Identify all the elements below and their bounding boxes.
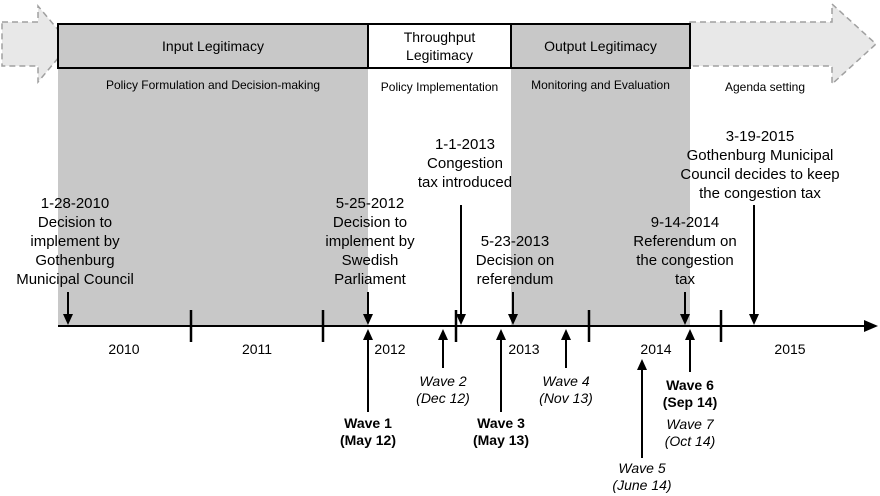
wave-3-label: Wave 3 (May 13) xyxy=(446,415,556,449)
year-label-2012: 2012 xyxy=(374,341,406,357)
event-label-2014: 9-14-2014 Referendum on the congestion t… xyxy=(633,214,737,288)
wave-1-label: Wave 1 (May 12) xyxy=(313,415,423,449)
output-legitimacy-shade xyxy=(511,24,690,326)
year-label-2010: 2010 xyxy=(108,341,140,357)
wave-6-date: (Sep 14) xyxy=(662,394,718,410)
wave-6-name: Wave 6 xyxy=(666,377,714,393)
header-throughput-box xyxy=(367,23,512,69)
wave-5-label: Wave 5 (June 14) xyxy=(587,460,697,494)
wave-arrows xyxy=(363,329,695,458)
event-arrows xyxy=(63,205,759,325)
event-label-2013-tax: 1-1-2013 Congestion tax introduced xyxy=(417,136,513,191)
phase-output-title: Output Legitimacy xyxy=(544,38,657,54)
input-legitimacy-shade xyxy=(58,24,368,326)
year-ticks xyxy=(189,310,723,342)
wave-4-date: (Nov 13) xyxy=(539,390,593,406)
header-output-box xyxy=(510,23,691,69)
wave-7-name: Wave 7 xyxy=(666,416,714,432)
phase-agenda-subtitle: Agenda setting xyxy=(724,80,806,94)
timeline-background-arrow xyxy=(1,3,71,85)
event-label-2015: 3-19-2015 Gothenburg Municipal Council d… xyxy=(680,128,840,202)
event-label-2010: 1-28-2010 Decision to implement by Gothe… xyxy=(16,195,134,288)
wave-2-label: Wave 2 (Dec 12) xyxy=(388,373,498,407)
year-label-2011: 2011 xyxy=(241,341,273,357)
phase-input-subtitle: Policy Formulation and Decision-making xyxy=(105,78,321,92)
wave-1-name: Wave 1 xyxy=(344,415,392,431)
phase-output-subtitle: Monitoring and Evaluation xyxy=(531,78,670,92)
phase-throughput-subtitle: Policy Implementation xyxy=(380,80,499,94)
year-label-2015: 2015 xyxy=(774,341,806,357)
wave-6-label: Wave 6 (Sep 14) xyxy=(635,377,745,411)
wave-5-date: (June 14) xyxy=(612,477,672,493)
wave-2-name: Wave 2 xyxy=(419,373,467,389)
wave-7-label: Wave 7 (Oct 14) xyxy=(635,416,745,450)
phase-input-title: Input Legitimacy xyxy=(162,38,264,54)
year-label-2014: 2014 xyxy=(640,341,672,357)
wave-4-label: Wave 4 (Nov 13) xyxy=(511,373,621,407)
wave-1-date: (May 12) xyxy=(339,432,397,448)
event-label-2012: 5-25-2012 Decision to implement by Swedi… xyxy=(325,195,415,288)
event-label-2013-referendum: 5-23-2013 Decision on referendum xyxy=(475,233,555,288)
wave-4-name: Wave 4 xyxy=(542,373,590,389)
wave-5-name: Wave 5 xyxy=(618,460,666,476)
wave-2-date: (Dec 12) xyxy=(416,390,470,406)
wave-3-date: (May 13) xyxy=(472,432,530,448)
timeline-foreground-arrow xyxy=(689,2,878,86)
timeline-axis-arrowhead xyxy=(864,320,878,332)
phase-throughput-title: Throughput Legitimacy xyxy=(403,29,476,63)
year-label-2013: 2013 xyxy=(508,341,540,357)
wave-7-date: (Oct 14) xyxy=(664,433,716,449)
wave-3-name: Wave 3 xyxy=(477,415,525,431)
